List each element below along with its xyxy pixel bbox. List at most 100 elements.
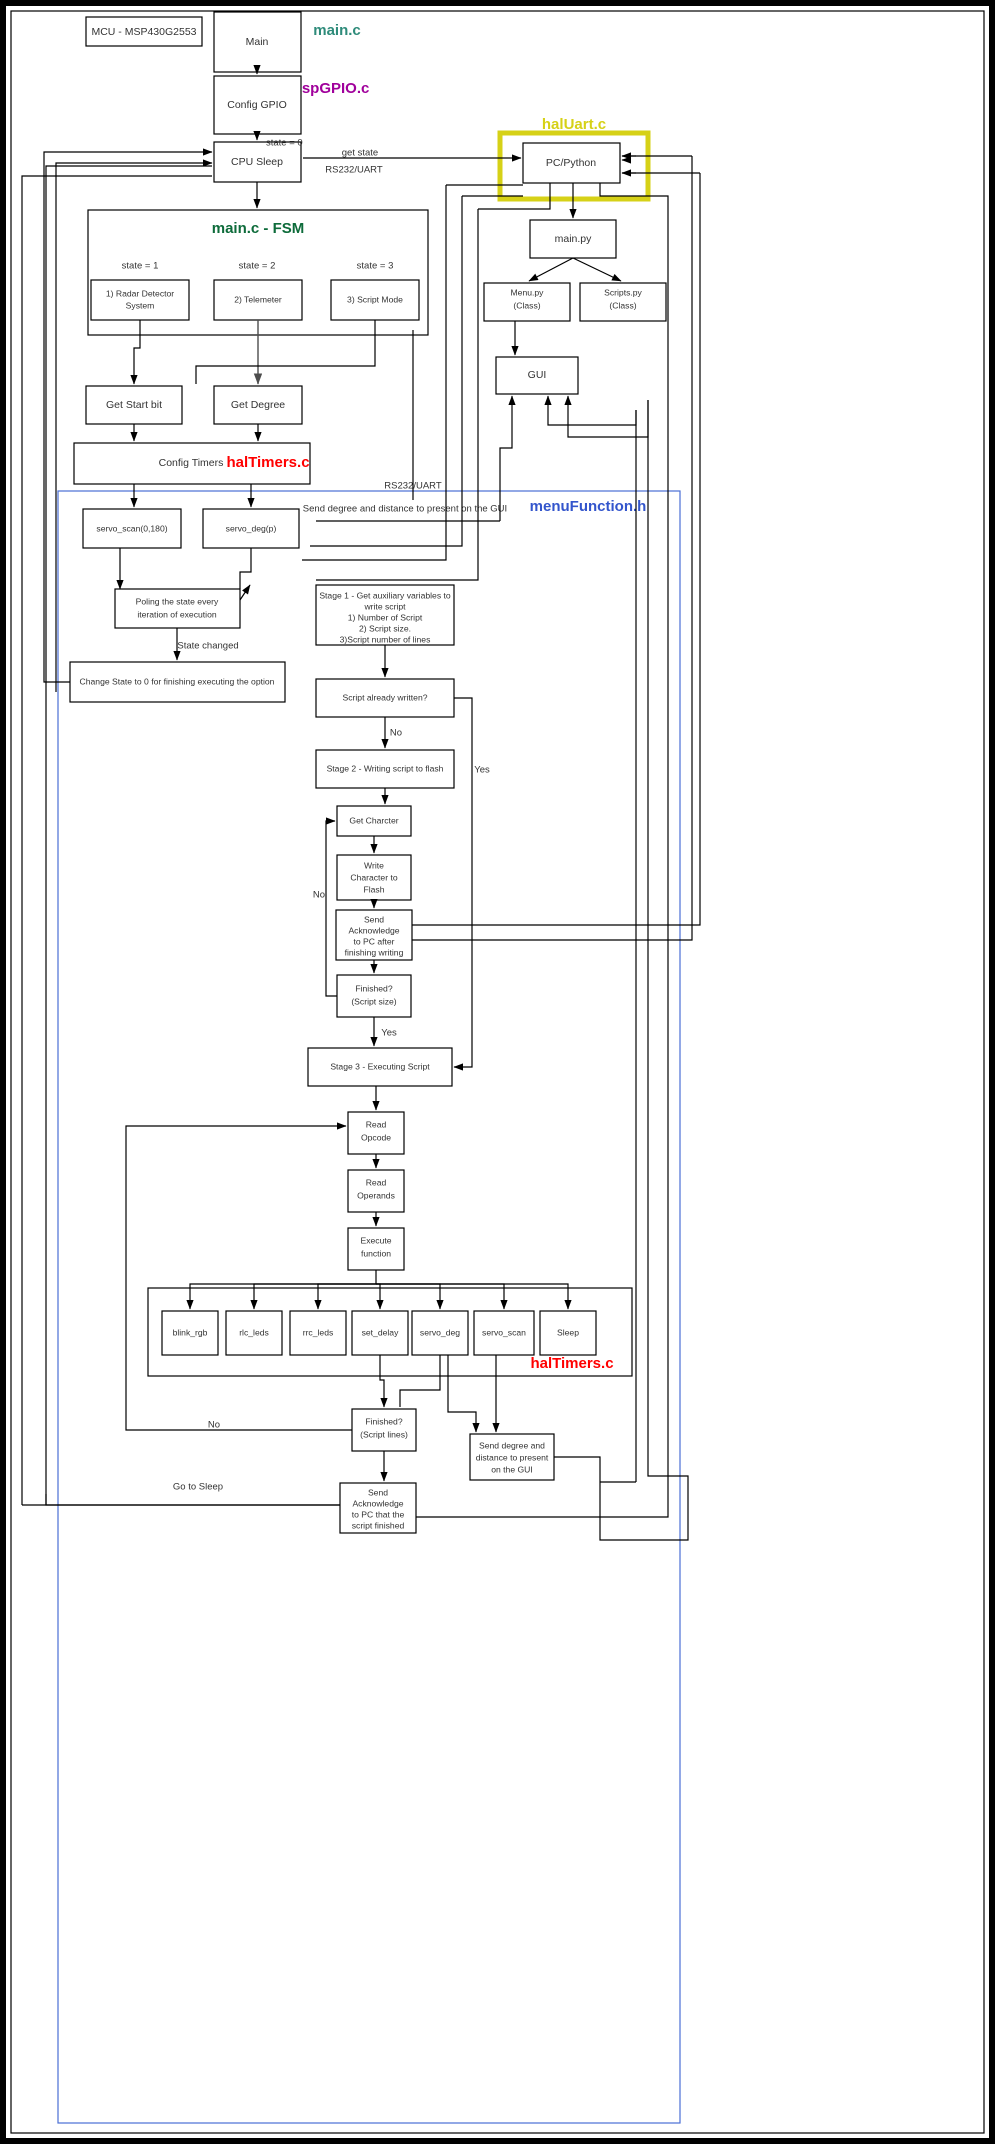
box-finished-size-label-1: Finished? — [355, 983, 392, 993]
label-yes-written: Yes — [474, 765, 490, 776]
box-set-delay[interactable] — [351, 1310, 409, 1356]
box-servo-deg-fn[interactable] — [411, 1310, 469, 1356]
box-cpu-sleep-label: CPU Sleep — [231, 156, 283, 168]
label-state-changed: State changed — [177, 641, 238, 652]
box-blink-rgb[interactable] — [161, 1310, 219, 1356]
label-yes-finished: Yes — [381, 1028, 397, 1039]
box-script-mode-label: 3) Script Mode — [347, 294, 403, 304]
box-rlc-leds[interactable] — [225, 1310, 283, 1356]
box-poling-label-2: iteration of execution — [137, 609, 217, 619]
box-servo-deg[interactable] — [202, 508, 300, 549]
box-get-character[interactable] — [336, 805, 412, 837]
box-read-operands[interactable] — [347, 1169, 405, 1213]
box-send-ack-fin-label-3: to PC that the — [352, 1509, 405, 1519]
box-finished-size[interactable] — [336, 974, 412, 1018]
box-config-gpio[interactable] — [213, 75, 302, 135]
route-gui-in-3 — [499, 395, 516, 521]
box-mcu-label: MCU - MSP430G2553 — [91, 26, 196, 38]
box-send-ack-fin-label-4: script finished — [352, 1520, 405, 1530]
box-execute-label-2: function — [361, 1248, 391, 1258]
box-read-operands-label-2: Operands — [357, 1190, 395, 1200]
group-haluart — [497, 130, 651, 202]
box-send-deg-dist-label-3: on the GUI — [491, 1464, 533, 1474]
box-stage1[interactable] — [315, 584, 455, 646]
box-stage3[interactable] — [307, 1047, 453, 1087]
box-script-written-label: Script already written? — [342, 692, 427, 702]
box-read-opcode[interactable] — [347, 1111, 405, 1155]
label-no-loop: No — [313, 890, 325, 901]
box-send-ack-finished[interactable] — [339, 1482, 417, 1534]
box-blink-rgb-label: blink_rgb — [173, 1327, 208, 1337]
edge-changestate-to-cpusleep — [43, 148, 213, 683]
label-no-written: No — [390, 728, 402, 739]
box-send-deg-dist-label-1: Send degree and — [479, 1440, 545, 1450]
route-pc-2 — [310, 196, 463, 547]
edge-mainpy-to-menupy — [528, 257, 574, 282]
box-cpu-sleep[interactable] — [213, 141, 302, 183]
route-pc-3 — [316, 209, 479, 581]
edge-finished-no-loop — [325, 817, 337, 997]
box-read-operands-label-1: Read — [366, 1177, 387, 1187]
group-haltimers-bottom — [147, 1287, 633, 1377]
box-send-deg-dist-label-2: distance to present — [476, 1452, 549, 1462]
box-set-delay-label: set_delay — [362, 1327, 399, 1337]
box-servo-deg-label: servo_deg(p) — [226, 523, 277, 533]
box-read-opcode-label-1: Read — [366, 1119, 387, 1129]
box-servo-scan-fn[interactable] — [473, 1310, 535, 1356]
box-radar-detector[interactable] — [90, 279, 190, 321]
box-send-ack-writing[interactable] — [335, 909, 413, 961]
box-servo-scan[interactable] — [82, 508, 182, 549]
box-main-label: Main — [246, 36, 269, 48]
box-stage2[interactable] — [315, 749, 455, 789]
box-script-mode[interactable] — [330, 279, 420, 321]
edge-exec-to-blinkrgb — [186, 1270, 377, 1310]
box-stage1-label-4: 2) Script size. — [359, 623, 411, 633]
label-no-lines: No — [208, 1420, 220, 1431]
box-rrc-leds-label: rrc_leds — [303, 1327, 334, 1337]
box-stage2-label: Stage 2 - Writing script to flash — [327, 763, 444, 773]
edge-ackfin-left — [45, 1494, 340, 1506]
label-send-deg-gui: Send degree and distance to present on t… — [303, 504, 507, 515]
box-stage1-label-1: Stage 1 - Get auxiliary variables to — [319, 590, 451, 600]
box-send-ack-label-4: finishing writing — [345, 947, 404, 957]
box-send-degree-distance[interactable] — [469, 1433, 555, 1481]
box-write-char-flash[interactable] — [336, 854, 412, 901]
box-get-start-bit-label: Get Start bit — [106, 399, 162, 411]
box-menu-py-label-2: (Class) — [513, 300, 540, 310]
box-gui-label: GUI — [528, 369, 547, 381]
box-stage1-label-2: write script — [363, 601, 406, 611]
box-write-char-label-1: Write — [364, 860, 384, 870]
tag-main-c: main.c — [313, 22, 361, 39]
box-stage3-label: Stage 3 - Executing Script — [330, 1061, 430, 1071]
box-pc-python-label: PC/Python — [546, 157, 596, 169]
box-pc-python[interactable] — [522, 142, 621, 184]
box-scripts-py-label-2: (Class) — [609, 300, 636, 310]
box-mcu[interactable] — [85, 16, 203, 47]
edge-mainpy-to-scriptspy — [572, 257, 622, 282]
box-change-state[interactable] — [69, 661, 286, 703]
label-state-2: state = 2 — [239, 261, 276, 272]
box-finished-lines-label-1: Finished? — [365, 1416, 402, 1426]
box-main-py[interactable] — [529, 219, 617, 259]
box-telemeter-label: 2) Telemeter — [234, 294, 282, 304]
label-go-to-sleep: Go to Sleep — [173, 1482, 223, 1493]
edge-setdelay-to-finishedlines — [379, 1355, 388, 1408]
box-config-timers[interactable] — [73, 442, 311, 485]
box-telemeter[interactable] — [213, 279, 303, 321]
box-rrc-leds[interactable] — [289, 1310, 347, 1356]
box-gui[interactable] — [495, 356, 579, 395]
edge-exec-to-sleep — [376, 1283, 572, 1310]
box-poling-state[interactable] — [114, 588, 241, 629]
box-get-degree[interactable] — [213, 385, 303, 425]
route-right-2v — [412, 173, 701, 926]
box-sleep-fn[interactable] — [539, 1310, 597, 1356]
inner-frame — [10, 10, 985, 2134]
edge-loop-to-cpusleep-2 — [55, 159, 213, 692]
box-scripts-py[interactable] — [579, 282, 667, 322]
box-config-timers-label: Config Timers — [159, 457, 224, 469]
route-right-1v — [412, 156, 693, 941]
box-get-degree-label: Get Degree — [231, 399, 285, 411]
label-state-0: state = 0 — [266, 138, 303, 149]
box-send-ack-label-3: to PC after — [353, 936, 394, 946]
box-menu-py[interactable] — [483, 282, 571, 322]
